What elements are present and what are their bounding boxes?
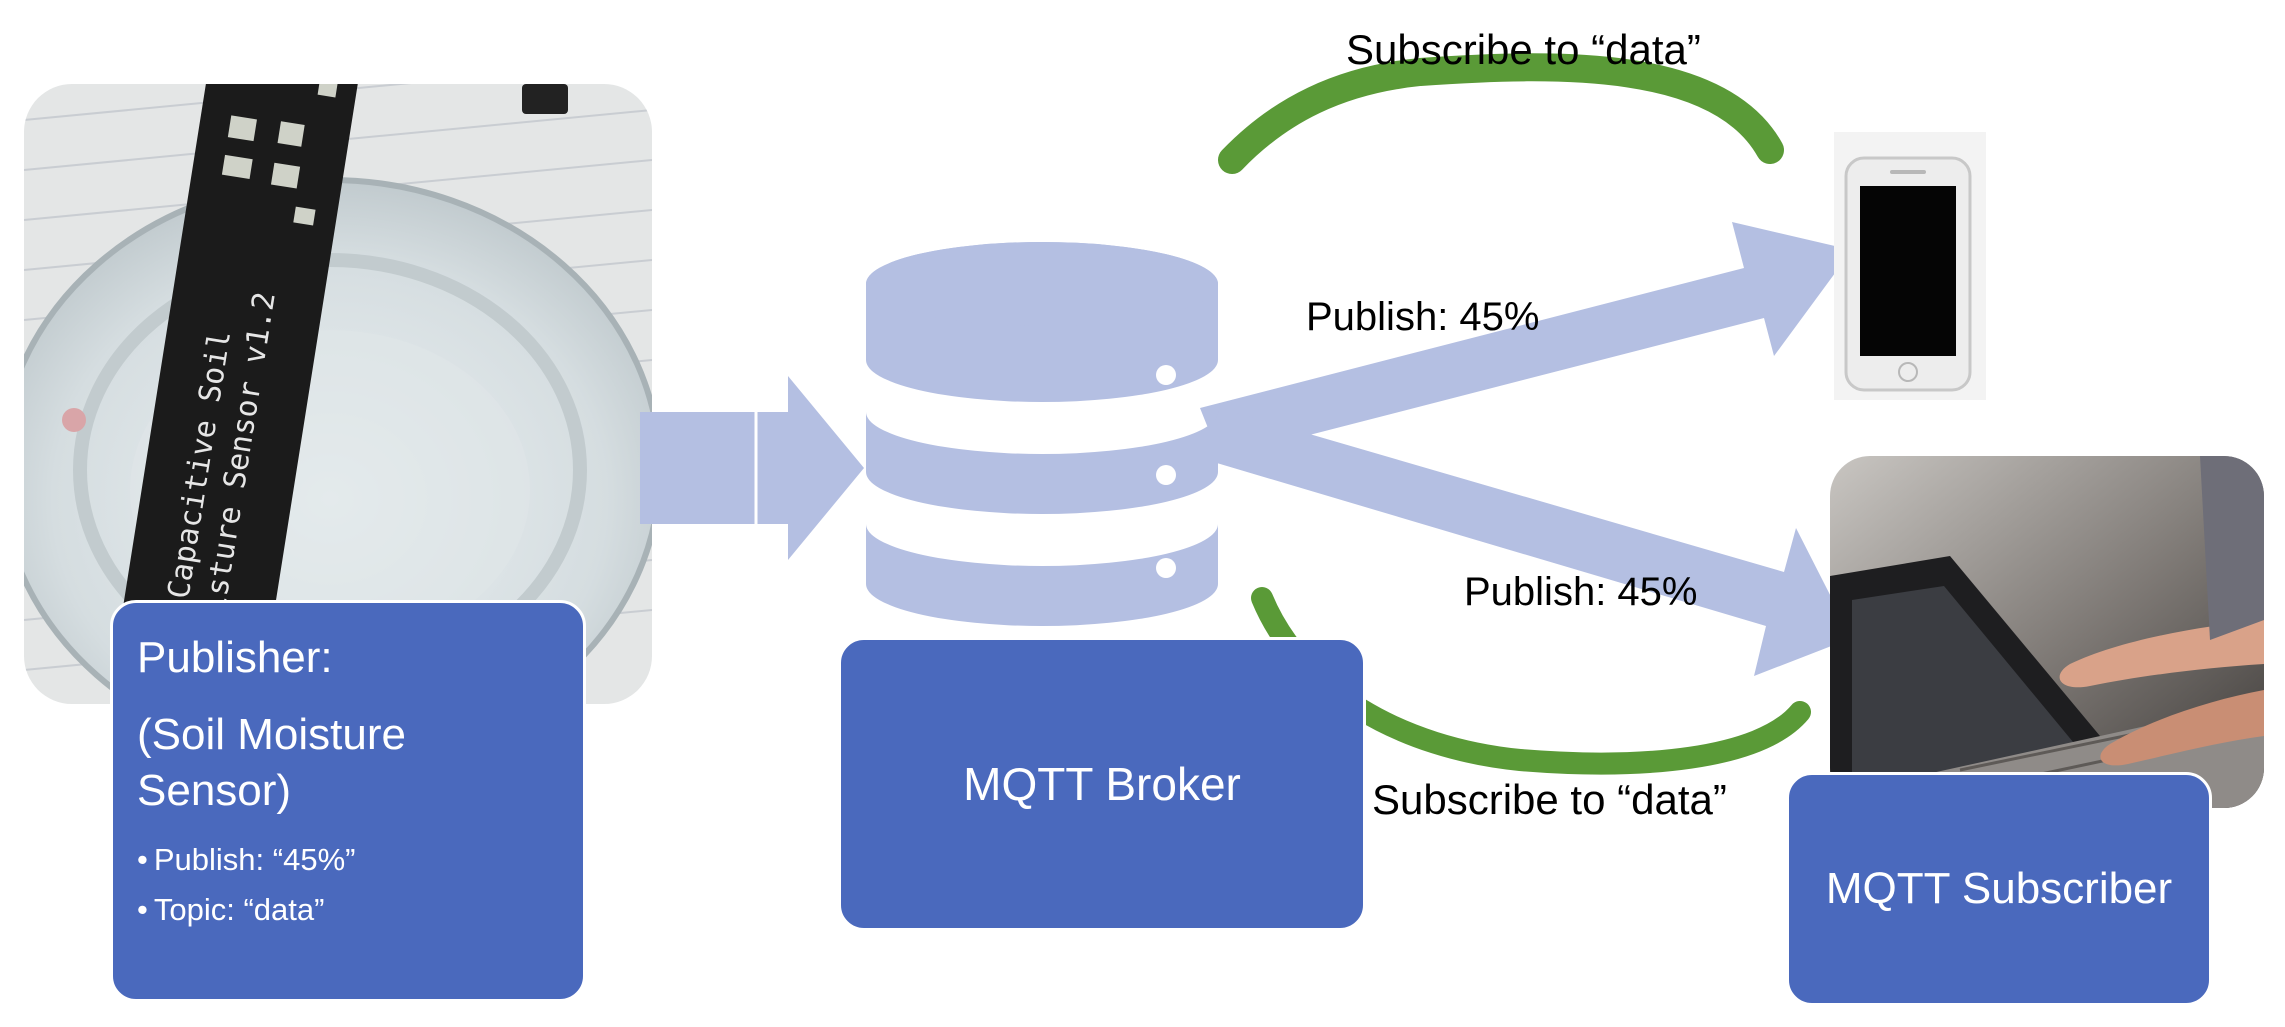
publish-arrow-broker-to-laptop <box>1200 408 1852 676</box>
publisher-title: Publisher: <box>137 633 333 682</box>
publish-label-phone: Publish: 45% <box>1306 295 1539 339</box>
publish-arrow-broker-to-phone <box>1200 222 1852 458</box>
smartphone-photo <box>1834 132 1986 400</box>
publisher-bullets: Publish: “45%” Topic: “data” <box>137 835 583 935</box>
publish-arrow-sensor-to-broker <box>640 376 864 560</box>
database-icon <box>866 242 1218 626</box>
subscribe-arrow-phone <box>1218 53 1784 174</box>
publisher-bullet-publish: Publish: “45%” <box>137 835 583 885</box>
publisher-bullet-topic: Topic: “data” <box>137 885 583 935</box>
publisher-box: Publisher: (Soil Moisture Sensor) Publis… <box>110 600 586 1002</box>
laptop-typing-photo <box>1830 456 2264 808</box>
subscribe-label-bottom: Subscribe to “data” <box>1372 776 1727 823</box>
broker-box: MQTT Broker <box>838 637 1366 931</box>
publisher-subtitle: (Soil Moisture Sensor) <box>137 710 406 815</box>
broker-label: MQTT Broker <box>963 758 1241 810</box>
subscriber-box: MQTT Subscriber <box>1786 772 2212 1006</box>
subscribe-label-top: Subscribe to “data” <box>1346 26 1701 73</box>
subscriber-label: MQTT Subscriber <box>1825 864 2173 913</box>
publish-label-laptop: Publish: 45% <box>1464 570 1697 614</box>
